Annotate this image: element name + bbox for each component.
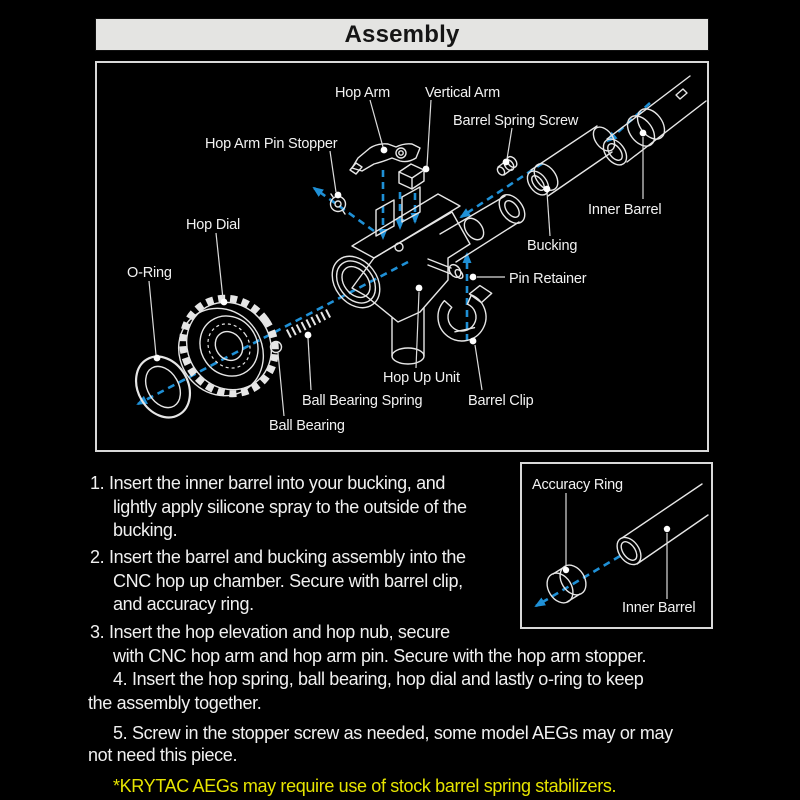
ball-bearing-part: [269, 340, 283, 354]
pin-retainer-part: [427, 258, 464, 280]
label-hop-arm: Hop Arm: [335, 85, 390, 101]
inset-label-lines: [562, 493, 671, 599]
label-barrel-clip: Barrel Clip: [468, 393, 534, 409]
instruction-line: 3. Insert the hop elevation and hop nub,…: [90, 622, 450, 642]
hop-up-unit-part: [331, 186, 526, 365]
hop-arm-pin-stopper-part: [329, 193, 347, 215]
instruction-line: with CNC hop arm and hop arm pin. Secure…: [113, 646, 647, 666]
label-hop-dial: Hop Dial: [186, 217, 240, 233]
hop-arm-part: [349, 143, 421, 175]
exploded-diagram-panel: Hop Arm Vertical Arm Barrel Spring Screw…: [95, 61, 709, 452]
instruction-line: and accuracy ring.: [113, 594, 254, 614]
label-pin-retainer: Pin Retainer: [509, 271, 587, 287]
o-ring-part: [134, 355, 192, 419]
ball-bearing-spring-part: [285, 307, 334, 339]
instruction-line: 1. Insert the inner barrel into your buc…: [90, 473, 446, 493]
instruction-line: 5. Screw in the stopper screw as needed,…: [113, 723, 673, 743]
label-hop-arm-pin-stopper: Hop Arm Pin Stopper: [205, 136, 338, 152]
part-labels: Hop Arm Vertical Arm Barrel Spring Screw…: [127, 85, 662, 434]
label-ball-bearing-spring: Ball Bearing Spring: [302, 393, 422, 409]
krytac-footnote: *KRYTAC AEGs may require use of stock ba…: [113, 776, 617, 796]
instruction-line: lightly apply silicone spray to the outs…: [113, 497, 467, 517]
accuracy-ring-inset-panel: Accuracy Ring Inner Barrel: [520, 462, 713, 629]
exploded-diagram: Hop Arm Vertical Arm Barrel Spring Screw…: [127, 75, 707, 434]
label-vertical-arm: Vertical Arm: [425, 85, 500, 101]
hop-dial-part: [177, 294, 279, 398]
page-title: Assembly: [344, 20, 460, 48]
label-hop-up-unit: Hop Up Unit: [383, 370, 460, 386]
instruction-line: bucking.: [113, 520, 178, 540]
header-bar: Assembly: [95, 18, 709, 51]
barrel-clip-part: [437, 284, 493, 342]
instruction-line: 4. Insert the hop spring, ball bearing, …: [113, 669, 644, 689]
vertical-arm-part: [398, 163, 425, 190]
instruction-line: CNC hop up chamber. Secure with barrel c…: [113, 571, 463, 591]
label-bucking: Bucking: [527, 238, 577, 254]
inset-accuracy-ring-part: [546, 564, 587, 604]
inner-barrel-part: [602, 75, 707, 166]
label-accuracy-ring: Accuracy Ring: [532, 477, 623, 493]
inset-assembly-arrow: [534, 554, 621, 608]
label-ball-bearing: Ball Bearing: [269, 418, 345, 434]
label-inner-barrel: Inner Barrel: [588, 202, 661, 218]
label-lines: [148, 99, 647, 417]
instruction-line: not need this piece.: [88, 745, 238, 765]
inset-inner-barrel-part: [616, 483, 709, 566]
label-inset-inner-barrel: Inner Barrel: [622, 600, 695, 616]
accuracy-ring-inset-diagram: Accuracy Ring Inner Barrel: [532, 477, 709, 616]
instruction-line: 2. Insert the barrel and bucking assembl…: [90, 547, 466, 567]
label-barrel-spring-screw: Barrel Spring Screw: [453, 113, 579, 129]
bucking-part: [526, 125, 616, 197]
instruction-line: the assembly together.: [88, 693, 262, 713]
label-o-ring: O-Ring: [127, 265, 172, 281]
